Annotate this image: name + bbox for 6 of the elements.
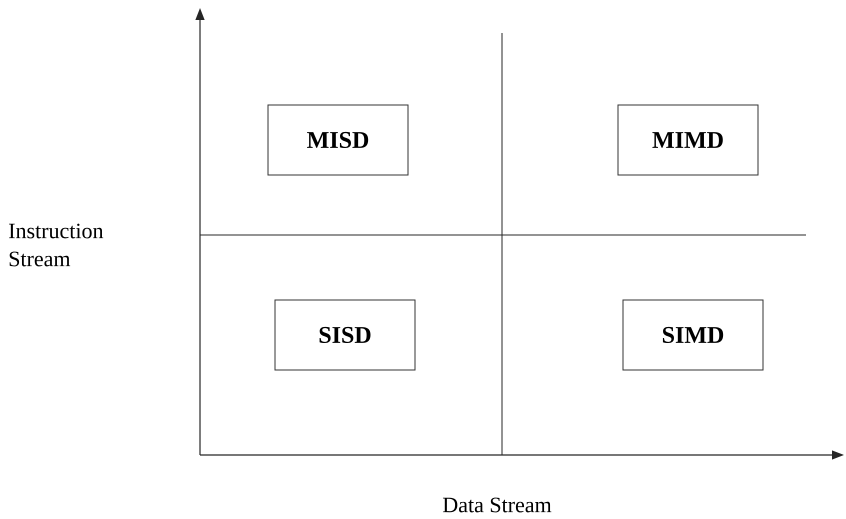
label-box: SISD <box>274 299 416 370</box>
axis-label: Data Stream <box>442 498 552 512</box>
label-box: MISD <box>268 104 408 176</box>
axis-label: Instruction Stream <box>9 224 104 266</box>
label-box: SIMD <box>622 299 764 370</box>
label-box: MIMD <box>618 104 758 176</box>
